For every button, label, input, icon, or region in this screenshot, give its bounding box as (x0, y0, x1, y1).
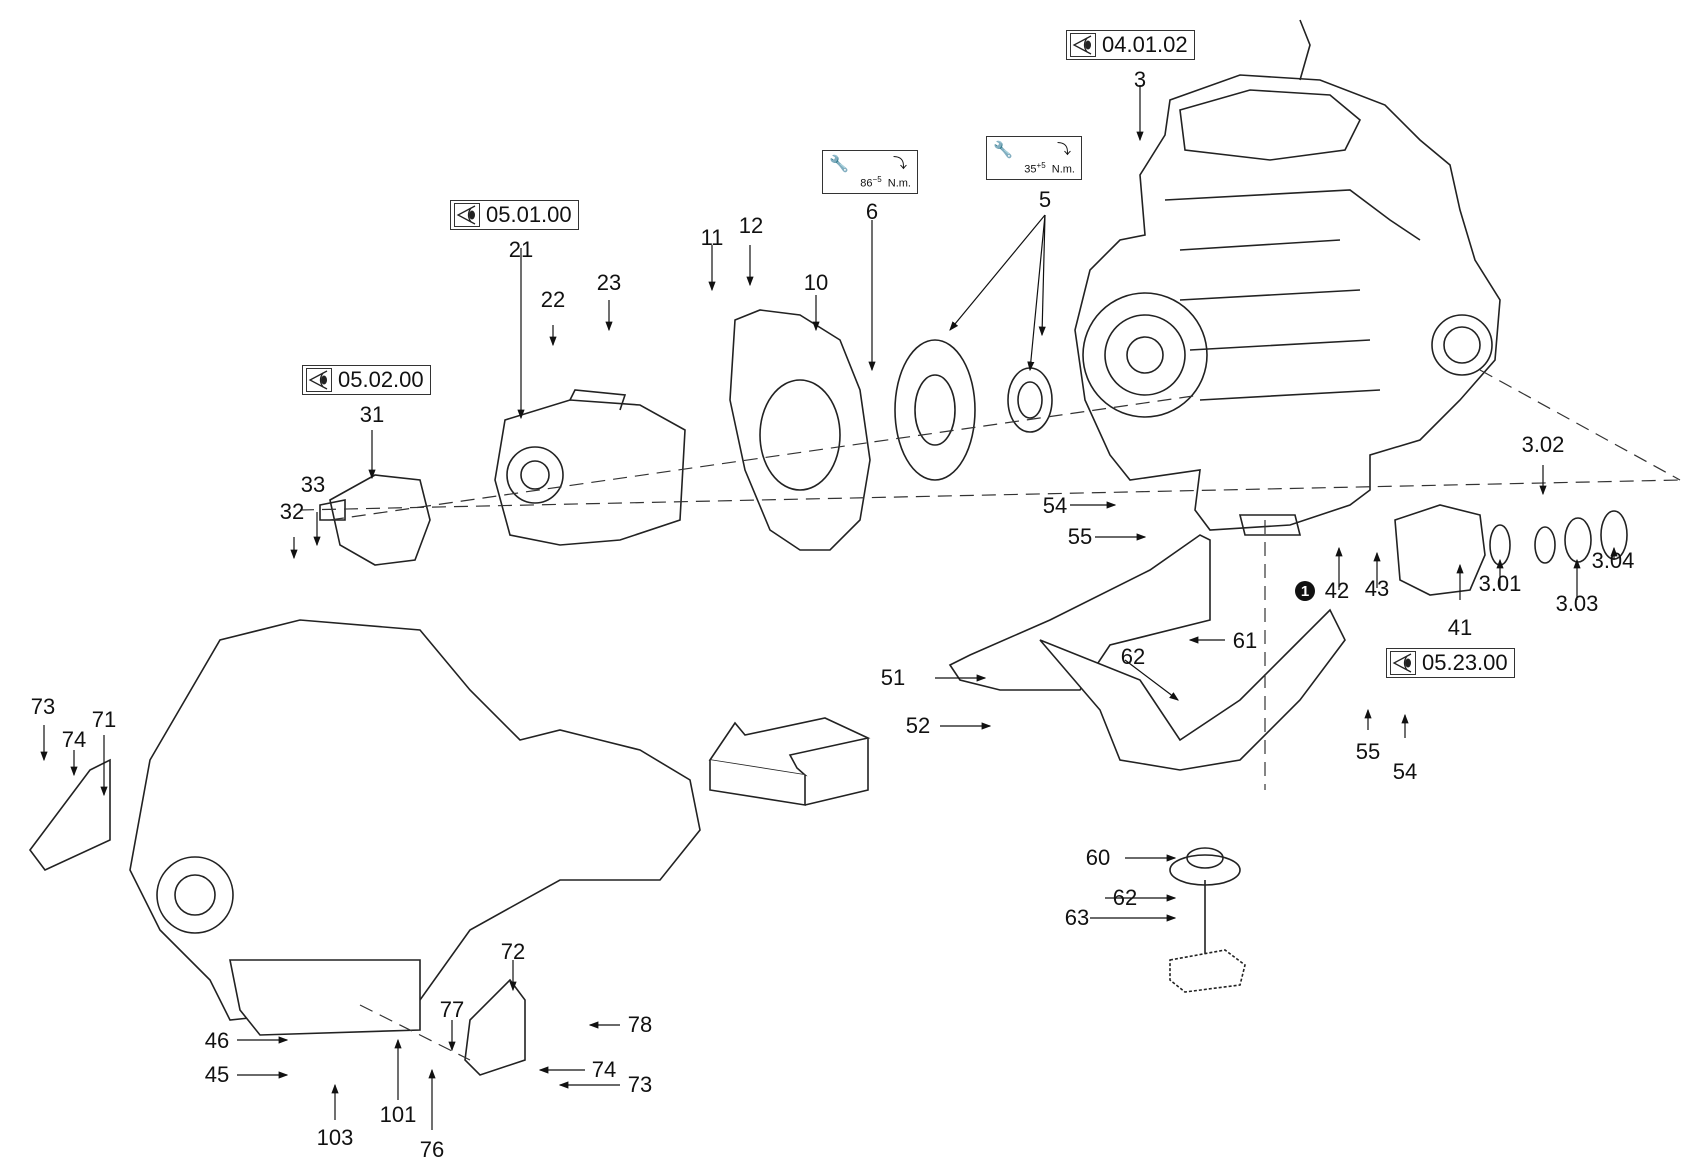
torque-tolerance: +5 (1036, 161, 1046, 171)
part-label-73[interactable]: 73 (30, 694, 56, 719)
rotation-arrow-icon: ⤵ (1057, 141, 1071, 157)
wrench-icon: 🔧 (993, 142, 1013, 159)
bracket-72-drawing (464, 978, 526, 1076)
part-label-52[interactable]: 52 (905, 713, 931, 738)
torque-unit: N.m. (1051, 164, 1075, 176)
part-label-74[interactable]: 74 (591, 1057, 617, 1082)
engine-mount-drawing (1169, 847, 1246, 993)
flywheel-housing-drawing (729, 309, 871, 551)
torque-unit: N.m. (887, 178, 911, 190)
part-label-3-02[interactable]: 3.02 (1521, 432, 1565, 457)
part-label-60[interactable]: 60 (1085, 845, 1111, 870)
part-label-32[interactable]: 32 (279, 499, 305, 524)
engine-main-drawing (1074, 19, 1501, 536)
part-label-3[interactable]: 3 (1133, 67, 1147, 92)
part-label-10[interactable]: 10 (803, 270, 829, 295)
part-label-54[interactable]: 54 (1392, 759, 1418, 784)
reference-label: 05.01.00 (486, 202, 572, 227)
torque-spec-86: 🔧 ⤵ 86−5 N.m. (822, 150, 918, 194)
part-label-74[interactable]: 74 (61, 727, 87, 752)
view-eye-icon (454, 203, 480, 227)
torque-value: 86 (860, 178, 873, 190)
pump-31-drawing (319, 474, 431, 566)
view-eye-icon (1070, 33, 1096, 57)
part-label-73[interactable]: 73 (627, 1072, 653, 1097)
part-label-54[interactable]: 54 (1042, 493, 1068, 518)
part-label-5[interactable]: 5 (1038, 187, 1052, 212)
part-label-63[interactable]: 63 (1064, 905, 1090, 930)
reference-box-05-23-00[interactable]: 05.23.00 (1386, 648, 1515, 678)
part-label-45[interactable]: 45 (204, 1062, 230, 1087)
mounting-bracket-drawing (948, 534, 1346, 771)
coupling-disc-drawing (894, 339, 1053, 481)
note-badge: 1 (1295, 581, 1315, 601)
part-label-46[interactable]: 46 (204, 1028, 230, 1053)
part-label-71[interactable]: 71 (91, 707, 117, 732)
part-label-62[interactable]: 62 (1120, 644, 1146, 669)
view-eye-icon (306, 368, 332, 392)
part-label-72[interactable]: 72 (500, 939, 526, 964)
torque-value: 35 (1024, 164, 1037, 176)
part-label-101[interactable]: 101 (379, 1102, 417, 1127)
reference-label: 05.23.00 (1422, 650, 1508, 675)
engine-assembled-drawing (129, 619, 701, 1036)
part-label-61[interactable]: 61 (1232, 628, 1258, 653)
part-label-42[interactable]: 42 (1324, 578, 1350, 603)
part-label-23[interactable]: 23 (596, 270, 622, 295)
part-label-3-01[interactable]: 3.01 (1478, 571, 1522, 596)
part-label-55[interactable]: 55 (1355, 739, 1381, 764)
wrench-icon: 🔧 (829, 156, 849, 173)
part-label-21[interactable]: 21 (508, 237, 534, 262)
reference-box-05-02-00[interactable]: 05.02.00 (302, 365, 431, 395)
reference-box-05-01-00[interactable]: 05.01.00 (450, 200, 579, 230)
part-label-77[interactable]: 77 (439, 997, 465, 1022)
reference-label: 04.01.02 (1102, 32, 1188, 57)
part-label-31[interactable]: 31 (359, 402, 385, 427)
part-label-78[interactable]: 78 (627, 1012, 653, 1037)
part-label-12[interactable]: 12 (738, 213, 764, 238)
part-label-62[interactable]: 62 (1112, 885, 1138, 910)
direction-arrow (708, 717, 871, 806)
part-label-51[interactable]: 51 (880, 665, 906, 690)
part-label-6[interactable]: 6 (865, 199, 879, 224)
rotation-arrow-icon: ⤵ (893, 155, 907, 171)
part-label-11[interactable]: 11 (700, 225, 724, 250)
torque-tolerance: −5 (872, 175, 882, 185)
part-label-76[interactable]: 76 (419, 1137, 445, 1162)
reference-label: 05.02.00 (338, 367, 424, 392)
torque-spec-35: 🔧 ⤵ 35+5 N.m. (986, 136, 1082, 180)
part-label-55[interactable]: 55 (1067, 524, 1093, 549)
part-label-22[interactable]: 22 (540, 287, 566, 312)
view-eye-icon (1390, 651, 1416, 675)
part-label-33[interactable]: 33 (300, 472, 326, 497)
pump-21-drawing (494, 389, 686, 546)
part-label-103[interactable]: 103 (316, 1125, 354, 1150)
reference-box-04-01-02[interactable]: 04.01.02 (1066, 30, 1195, 60)
part-label-3-04[interactable]: 3.04 (1591, 548, 1635, 573)
part-label-41[interactable]: 41 (1447, 615, 1473, 640)
bracket-71-drawing (29, 758, 111, 871)
part-label-3-03[interactable]: 3.03 (1555, 591, 1599, 616)
part-label-43[interactable]: 43 (1364, 576, 1390, 601)
